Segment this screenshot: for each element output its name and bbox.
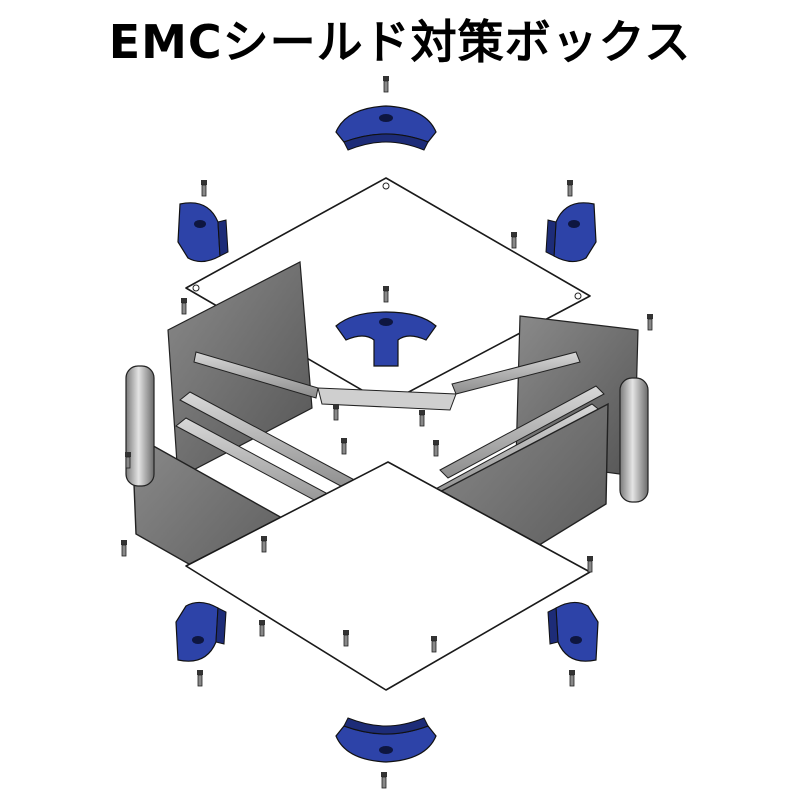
bottom-corner-cap-lower [335,717,437,789]
bottom-corner-cap-right [547,601,599,687]
page-title: EMCシールド対策ボックス [108,15,692,69]
top-corner-cap-left [177,179,229,263]
top-corner-cap-center [335,285,437,367]
top-corner-cap-upper [335,75,437,151]
bottom-corner-cap-left [175,601,227,687]
top-corner-cap-right [545,179,597,263]
